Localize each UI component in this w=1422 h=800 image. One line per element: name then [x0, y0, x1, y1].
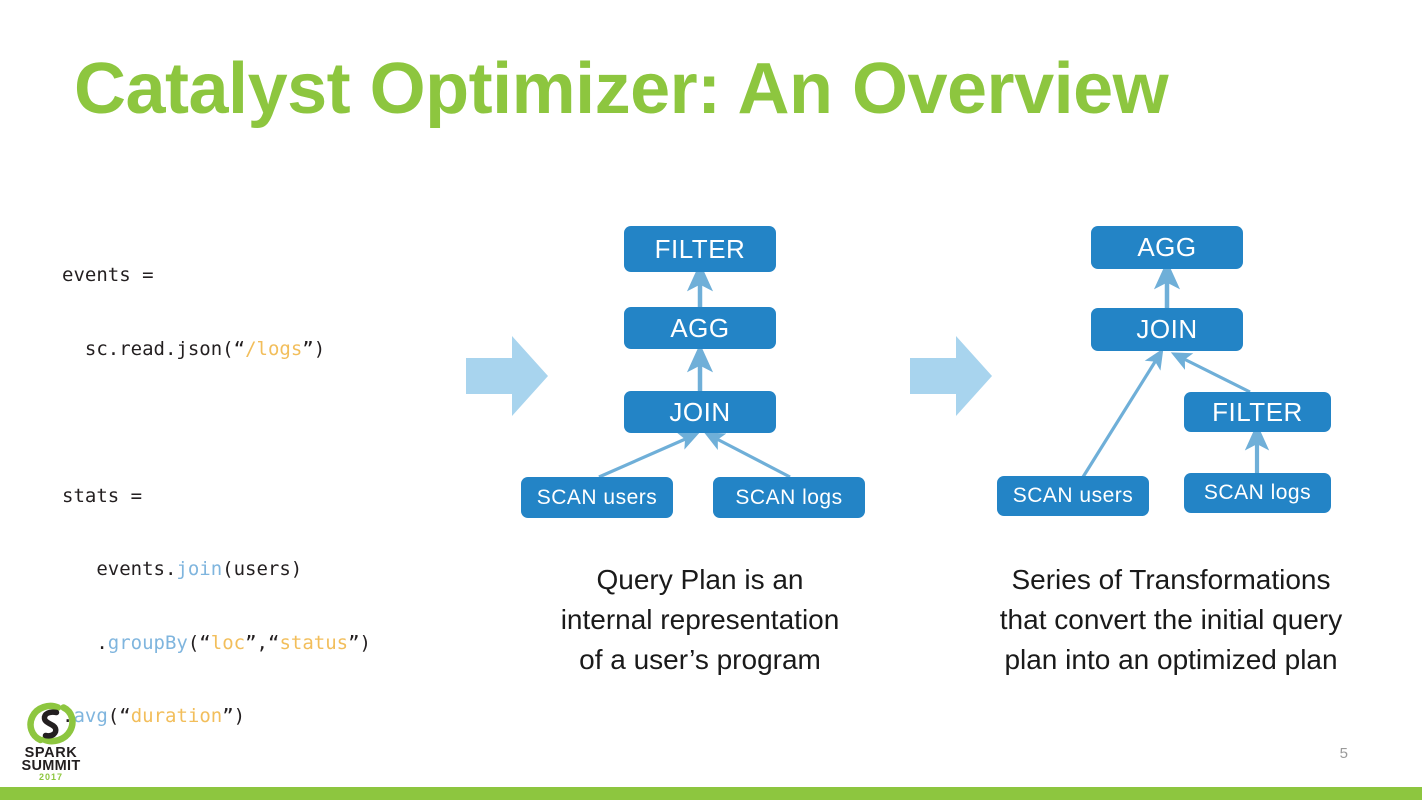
footer-accent-bar [0, 787, 1422, 800]
edge-left-scanlogs-to-join [703, 432, 791, 479]
code-line-4: stats = [62, 484, 143, 507]
flow-arrow-2-icon [910, 336, 992, 416]
edge-left-scanusers-to-join [598, 432, 700, 479]
caption-left-line-2: internal representation [560, 604, 840, 635]
node-right-filter[interactable]: FILTER [1184, 392, 1331, 432]
node-right-join[interactable]: JOIN [1091, 308, 1243, 351]
caption-right: Series of Transformations that convert t… [955, 560, 1387, 680]
code-line-2: sc.read.json(“/logs”) [84, 337, 326, 360]
node-left-scan-users[interactable]: SCAN users [521, 477, 673, 518]
logo-line-2: SUMMIT [21, 758, 81, 774]
code-line-7: .avg(“duration”) [62, 705, 246, 727]
node-right-scan-logs[interactable]: SCAN logs [1184, 473, 1331, 513]
code-line-3 [62, 410, 371, 435]
edge-right-filter-to-join [1170, 352, 1251, 394]
page-title: Catalyst Optimizer: An Overview [74, 49, 1169, 129]
caption-left-line-3: of a user’s program [579, 644, 821, 675]
caption-right-line-3: plan into an optimized plan [1004, 644, 1338, 675]
code-line-5: events.join(users) [96, 558, 303, 580]
caption-left: Query Plan is an internal representation… [525, 560, 875, 680]
logo-line-1: SPARK [24, 745, 78, 761]
node-left-filter[interactable]: FILTER [624, 226, 776, 272]
code-block: events = sc.read.json(“/logs”) stats = e… [62, 214, 371, 800]
spark-spiral-icon [27, 702, 76, 745]
node-left-join[interactable]: JOIN [624, 391, 776, 433]
code-line-6: .groupBy(“loc”,“status”) [62, 631, 371, 654]
caption-left-line-1: Query Plan is an [596, 564, 804, 595]
spark-summit-logo: SPARK SUMMIT 2017 [14, 702, 88, 782]
edge-right-scanusers-to-join [1081, 348, 1164, 478]
caption-right-line-2: that convert the initial query [999, 604, 1343, 635]
flow-arrow-1-icon [466, 336, 548, 416]
page-number: 5 [1339, 745, 1348, 762]
logo-line-3: 2017 [38, 772, 64, 782]
node-right-agg[interactable]: AGG [1091, 226, 1243, 269]
node-left-scan-logs[interactable]: SCAN logs [713, 477, 865, 518]
code-line-1: events = [62, 264, 154, 286]
node-left-agg[interactable]: AGG [624, 307, 776, 349]
caption-right-line-1: Series of Transformations [1011, 564, 1331, 595]
node-right-scan-users[interactable]: SCAN users [997, 476, 1149, 516]
